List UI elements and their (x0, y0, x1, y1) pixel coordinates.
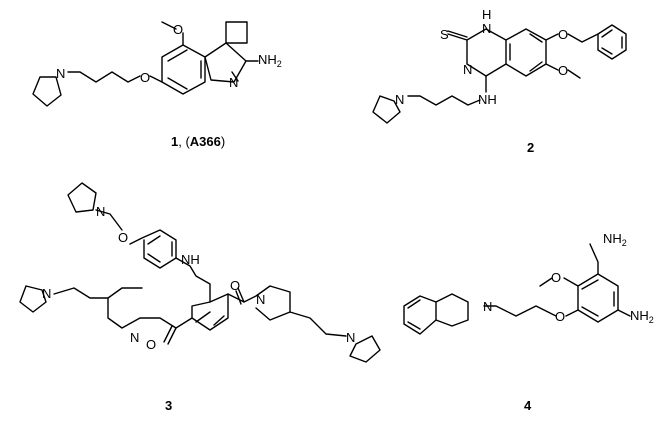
atom-o-benzyl: O (558, 27, 568, 42)
atom-n-left: N (42, 286, 51, 301)
atom-n-isoindoline: N (483, 299, 492, 314)
atom-nh: NH (181, 252, 200, 267)
atom-o-methoxy: O (551, 270, 561, 285)
compound-3-structure: N O NH N N O O N N (19, 182, 381, 363)
atom-h: H (482, 7, 491, 22)
compound-2-structure: S H N N O O N NH (372, 7, 627, 124)
atom-n-ring: N (229, 75, 238, 90)
atom-n-pyrrolidine: N (56, 66, 65, 81)
atom-n-piperidine-2: N (256, 292, 265, 307)
atom-n-ring: N (463, 62, 472, 77)
atom-o-chain: O (140, 70, 150, 85)
compound-2-label: 2 (527, 140, 534, 155)
atom-nh2: NH2 (258, 52, 282, 69)
atom-nh2-right: NH2 (630, 308, 654, 325)
atom-o-methoxy: O (173, 22, 183, 37)
compound-4-label: 4 (524, 398, 532, 413)
compound-1-label: 1, (A366) (171, 134, 225, 149)
atom-o-carbonyl-1: O (146, 337, 156, 352)
atom-nh: NH (478, 92, 497, 107)
atom-n-piperidine-1: N (130, 330, 139, 345)
atom-n-top: N (482, 21, 491, 36)
compound-1-structure: O O N N NH2 (32, 21, 282, 107)
atom-n-right: N (346, 330, 355, 345)
atom-n-pyrrolidine: N (395, 92, 404, 107)
atom-s: S (440, 27, 449, 42)
compound-3-label: 3 (165, 398, 172, 413)
atom-o-methoxy: O (558, 63, 568, 78)
atom-o-carbonyl-2: O (230, 278, 240, 293)
atom-nh2-top: NH2 (603, 231, 627, 248)
atom-o-link: O (555, 309, 565, 324)
atom-n-top: N (96, 204, 105, 219)
atom-o-top: O (118, 230, 128, 245)
compound-4-structure: NH2 O O N NH2 (403, 231, 654, 335)
